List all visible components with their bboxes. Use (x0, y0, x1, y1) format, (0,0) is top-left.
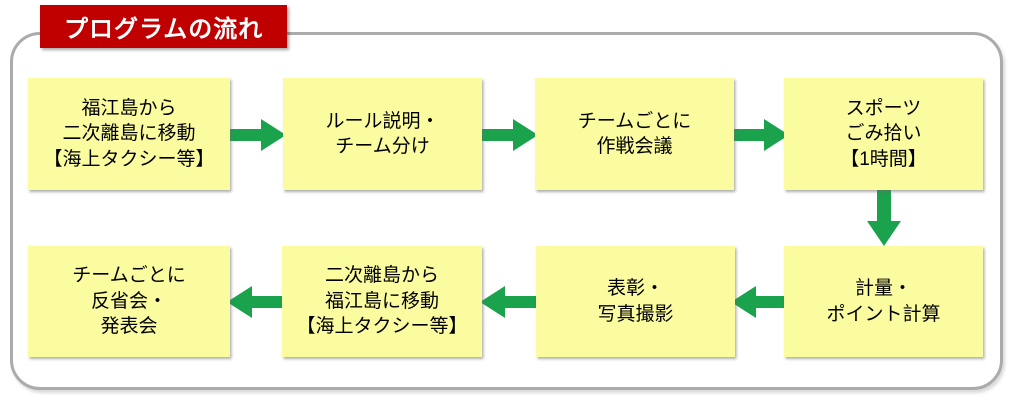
flow-step-8: チームごとに 反省会・ 発表会 (28, 246, 230, 357)
flow-step-6: 表彰・ 写真撮影 (536, 246, 735, 357)
arrow-left-icon-1 (730, 285, 790, 319)
page-title: プログラムの流れ (64, 16, 264, 43)
arrow-left-icon-3 (226, 285, 286, 319)
flow-step-5: 計量・ ポイント計算 (784, 246, 983, 357)
flow-step-1: 福江島から 二次離島に移動 【海上タクシー等】 (28, 78, 230, 190)
arrow-left-icon-2 (479, 285, 539, 319)
title-banner: プログラムの流れ (40, 5, 288, 48)
flow-step-3: チームごとに 作戦会議 (535, 78, 734, 190)
arrow-right-icon-2 (479, 118, 539, 152)
arrow-right-icon-1 (227, 118, 287, 152)
flow-step-2: ルール説明・ チーム分け (283, 78, 482, 190)
arrow-right-icon-3 (730, 118, 790, 152)
arrow-down-icon (866, 190, 903, 247)
flow-step-4: スポーツ ごみ拾い 【1時間】 (784, 78, 983, 190)
flow-step-7: 二次離島から 福江島に移動 【海上タクシー等】 (282, 246, 482, 357)
